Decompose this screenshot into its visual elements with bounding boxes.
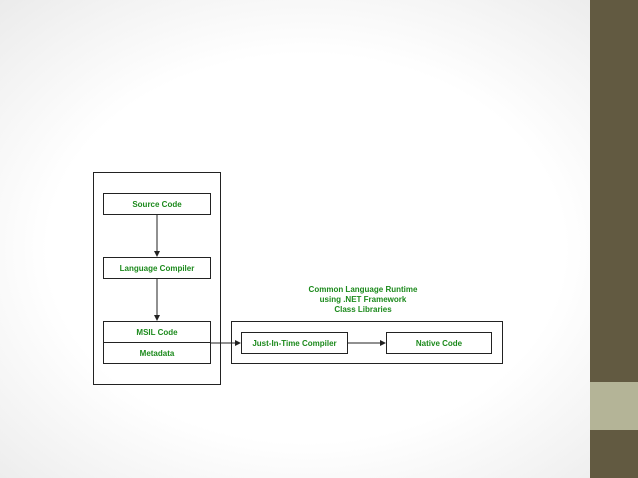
metadata-box: Metadata: [103, 342, 211, 364]
clr-caption-line-3: Class Libraries: [334, 305, 392, 314]
clr-caption-line-1: Common Language Runtime: [308, 285, 418, 294]
slide-sidebar-accent: [590, 382, 638, 430]
source-code-box: Source Code: [103, 193, 211, 215]
language-compiler-box: Language Compiler: [103, 257, 211, 279]
native-code-box: Native Code: [386, 332, 492, 354]
msil-code-box: MSIL Code: [103, 321, 211, 343]
compilation-frame: [93, 172, 221, 385]
clr-caption: Common Language Runtime using .NET Frame…: [290, 285, 436, 315]
clr-caption-line-2: using .NET Framework: [319, 295, 407, 304]
jit-compiler-box: Just-In-Time Compiler: [241, 332, 348, 354]
